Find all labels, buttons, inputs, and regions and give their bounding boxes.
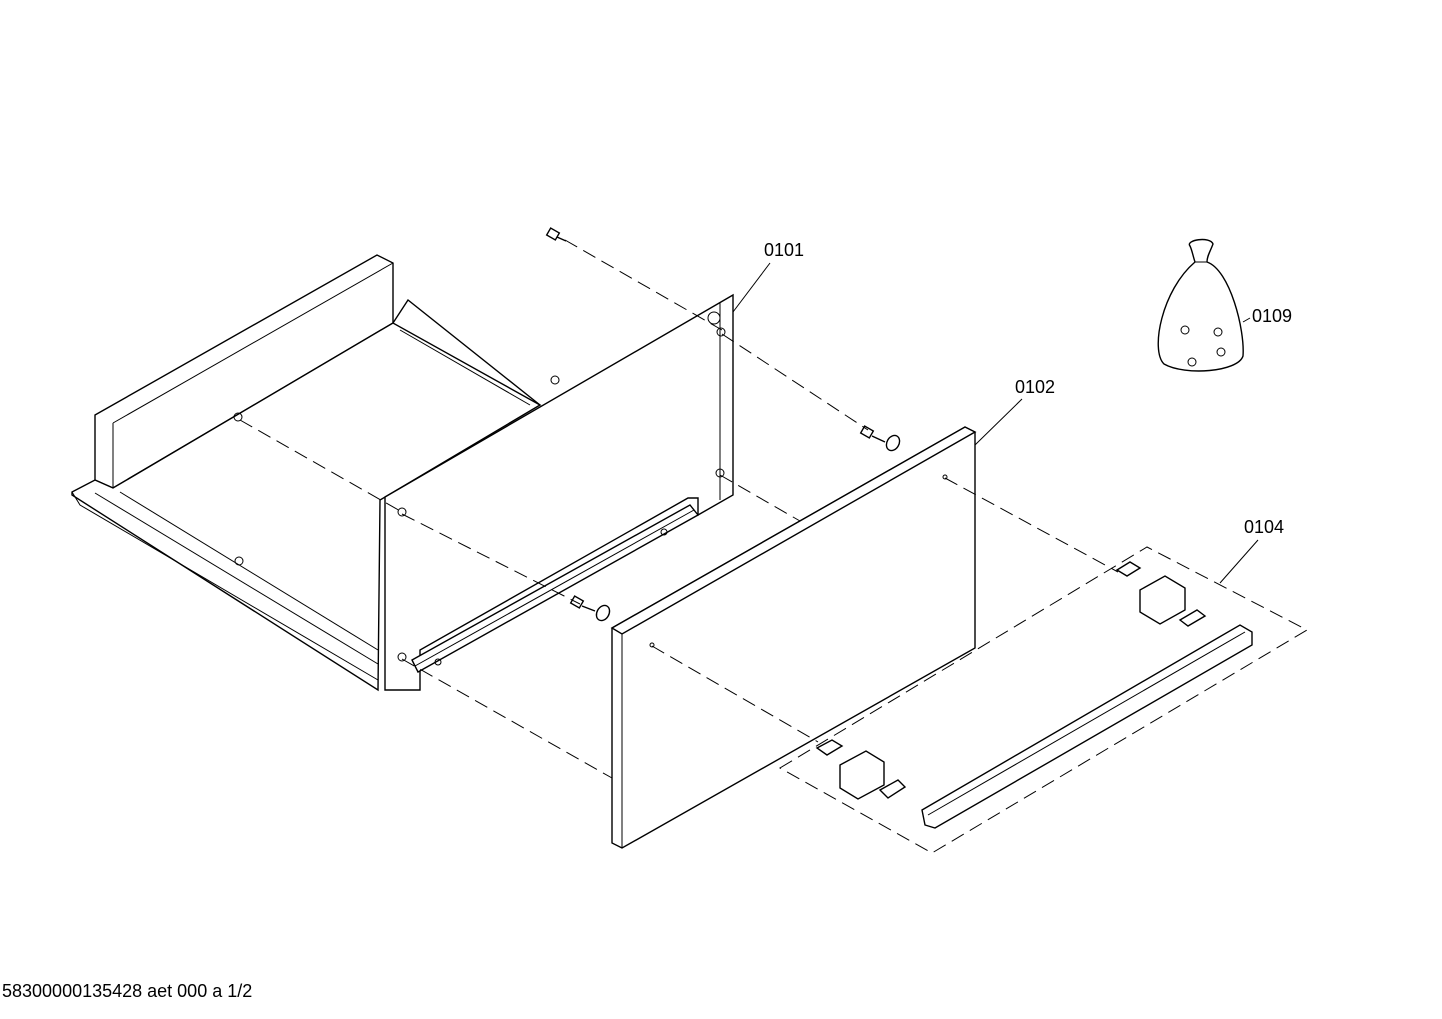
part-label-0109: 0109 [1252, 306, 1293, 326]
assembly-lines [239, 239, 1119, 779]
drawer-tray [71, 254, 560, 692]
part-0101-inner-panel [384, 262, 771, 691]
part-0104-handle-assembly [779, 539, 1309, 854]
part-0102-front-panel [610, 398, 1023, 849]
document-id: 58300000135428 aet 000 a 1/2 [2, 981, 253, 1001]
part-label-0101: 0101 [764, 240, 805, 260]
part-label-0102: 0102 [1015, 377, 1056, 397]
part-0109-screw-bag [1157, 238, 1251, 372]
part-label-0104: 0104 [1244, 517, 1285, 537]
